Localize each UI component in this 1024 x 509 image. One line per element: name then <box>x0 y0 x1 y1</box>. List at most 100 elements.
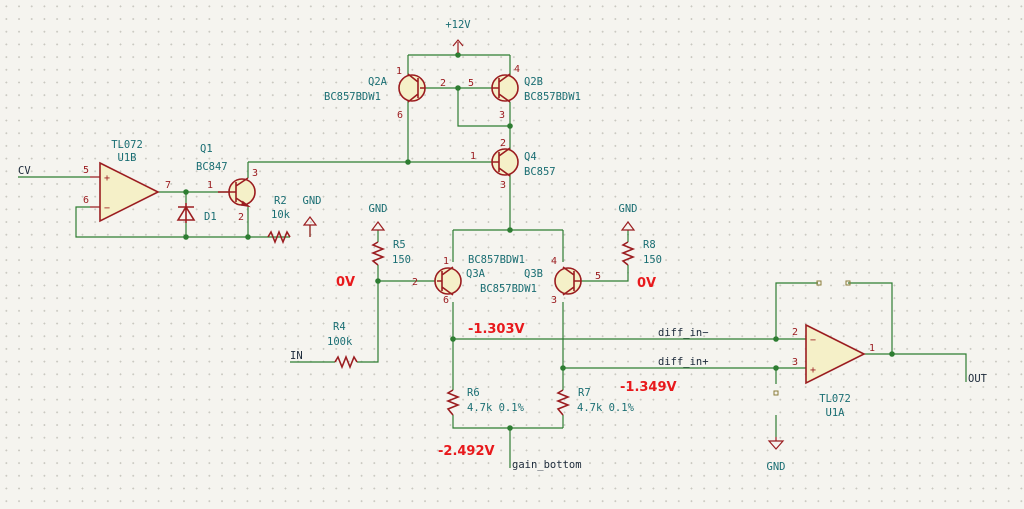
ref-designator: Q2B <box>524 76 543 88</box>
junctions <box>183 52 895 431</box>
ref-designator: Q3A <box>466 268 486 280</box>
junction <box>507 123 513 129</box>
pin-number: 3 <box>551 295 557 306</box>
transistor-q2a[interactable]: 1 2 6 Q2A BC857BDW1 <box>324 66 446 121</box>
pin-number: 2 <box>792 327 798 338</box>
transistor-q3b[interactable]: 4 5 3 Q3B BC857BDW1 <box>480 256 601 306</box>
pin-number: 6 <box>83 195 89 206</box>
part-value: BC847 <box>196 161 228 173</box>
pin-number: 3 <box>792 357 798 368</box>
wire-collectors <box>452 302 564 429</box>
pin-number: 3 <box>500 180 506 191</box>
opamp-u1b[interactable]: + − 5 6 7 TL072 U1B <box>83 139 171 223</box>
part-value: BC857BDW1 <box>524 91 581 103</box>
no-connect-markers <box>773 280 851 396</box>
ref-designator: Q1 <box>200 143 213 155</box>
nc-marker-1 <box>816 280 822 286</box>
part-value: 4.7k 0.1% <box>467 402 525 414</box>
pin-number: 2 <box>238 212 244 223</box>
net-label-out[interactable]: OUT <box>968 373 988 385</box>
pin-number: 1 <box>869 343 875 354</box>
gnd-symbol-r2[interactable]: GND <box>303 195 322 237</box>
junction <box>183 234 189 240</box>
junction <box>507 227 513 233</box>
pin-number: 1 <box>470 151 476 162</box>
junction <box>450 336 456 342</box>
ref-designator: Q4 <box>524 151 537 163</box>
wire-out <box>864 353 967 382</box>
resistor-r4[interactable]: R4 100k <box>327 321 358 370</box>
transistor-q1[interactable]: 1 3 2 Q1 BC847 <box>196 143 258 223</box>
junction <box>773 336 779 342</box>
wire-r8 <box>581 230 629 282</box>
plus-sign: + <box>810 365 816 376</box>
pin-number: 5 <box>83 165 89 176</box>
ref-designator: R4 <box>333 321 346 333</box>
vcc-label: +12V <box>445 19 471 31</box>
gnd-symbol-u1a[interactable]: GND <box>767 437 786 473</box>
part-name: TL072 <box>111 139 143 151</box>
voltage-annotation-q3b-collector: -1.349V <box>620 380 677 395</box>
part-value: 100k <box>327 336 353 348</box>
voltage-annotation-q3a-base: 0V <box>336 275 355 290</box>
transistor-q4[interactable]: 1 2 3 Q4 BC857 <box>470 138 556 191</box>
part-value: BC857BDW1 <box>480 283 537 295</box>
voltage-annotation-gain-bottom: -2.492V <box>438 444 495 459</box>
nc-marker-2 <box>845 280 851 286</box>
net-label-in[interactable]: IN <box>290 350 303 362</box>
pin-number: 2 <box>440 78 446 89</box>
part-value: BC857 <box>524 166 556 178</box>
nc-marker-3 <box>773 390 779 396</box>
pin-number: 2 <box>412 277 418 288</box>
pin-number: 4 <box>514 64 520 75</box>
diode-d1[interactable]: D1 <box>176 203 217 223</box>
pin-number: 6 <box>443 295 449 306</box>
transistor-q3a[interactable]: 2 1 6 Q3A BC857BDW1 <box>412 254 525 306</box>
part-value: 4.7k 0.1% <box>577 402 635 414</box>
net-label-diff-in-minus[interactable]: diff_in− <box>658 327 709 339</box>
gnd-symbol-r8[interactable]: GND <box>619 203 638 231</box>
resistor-r5[interactable]: R5 150 <box>370 239 411 266</box>
junction <box>245 234 251 240</box>
ref-designator: Q3B <box>524 268 543 280</box>
voltage-annotation-q3b-base: 0V <box>637 276 656 291</box>
pin-number: 3 <box>252 168 258 179</box>
junction <box>405 159 411 165</box>
pin-number: 6 <box>397 110 403 121</box>
resistor-r6[interactable]: R6 4.7k 0.1% <box>445 387 525 416</box>
junction <box>455 52 461 58</box>
transistor-q2b[interactable]: 5 4 3 Q2B BC857BDW1 <box>468 64 581 121</box>
part-value: 150 <box>643 254 662 266</box>
ref-designator: R8 <box>643 239 656 251</box>
wire-q2a-q4-base <box>247 100 492 178</box>
resistor-r7[interactable]: R7 4.7k 0.1% <box>555 387 635 416</box>
junction <box>375 278 381 284</box>
opamp-u1a[interactable]: − + 2 3 1 TL072 U1A <box>792 323 875 419</box>
net-label-diff-in-plus[interactable]: diff_in+ <box>658 356 709 368</box>
minus-sign: − <box>810 335 816 346</box>
net-label-gain-bottom[interactable]: gain_bottom <box>512 459 582 471</box>
ref-designator: R7 <box>578 387 591 399</box>
ref-designator: U1A <box>826 407 846 419</box>
resistor-r8[interactable]: R8 150 <box>620 239 662 266</box>
part-name: TL072 <box>819 393 851 405</box>
pin-number: 7 <box>165 180 171 191</box>
junction <box>560 365 566 371</box>
pin-number: 3 <box>499 110 505 121</box>
ref-designator: D1 <box>204 211 217 223</box>
part-value: 150 <box>392 254 411 266</box>
ref-designator: R5 <box>393 239 406 251</box>
gnd-symbol-r5[interactable]: GND <box>369 203 388 231</box>
vcc-symbol[interactable]: +12V <box>445 19 471 53</box>
junction <box>455 85 461 91</box>
wire-in <box>290 281 379 363</box>
net-label-cv[interactable]: CV <box>18 165 31 177</box>
pin-number: 5 <box>468 78 474 89</box>
ref-designator: R6 <box>467 387 480 399</box>
resistor-r2[interactable]: R2 10k <box>267 195 291 245</box>
pin-number: 1 <box>443 256 449 267</box>
junction <box>507 425 513 431</box>
junction <box>183 189 189 195</box>
ref-designator: Q2A <box>368 76 388 88</box>
